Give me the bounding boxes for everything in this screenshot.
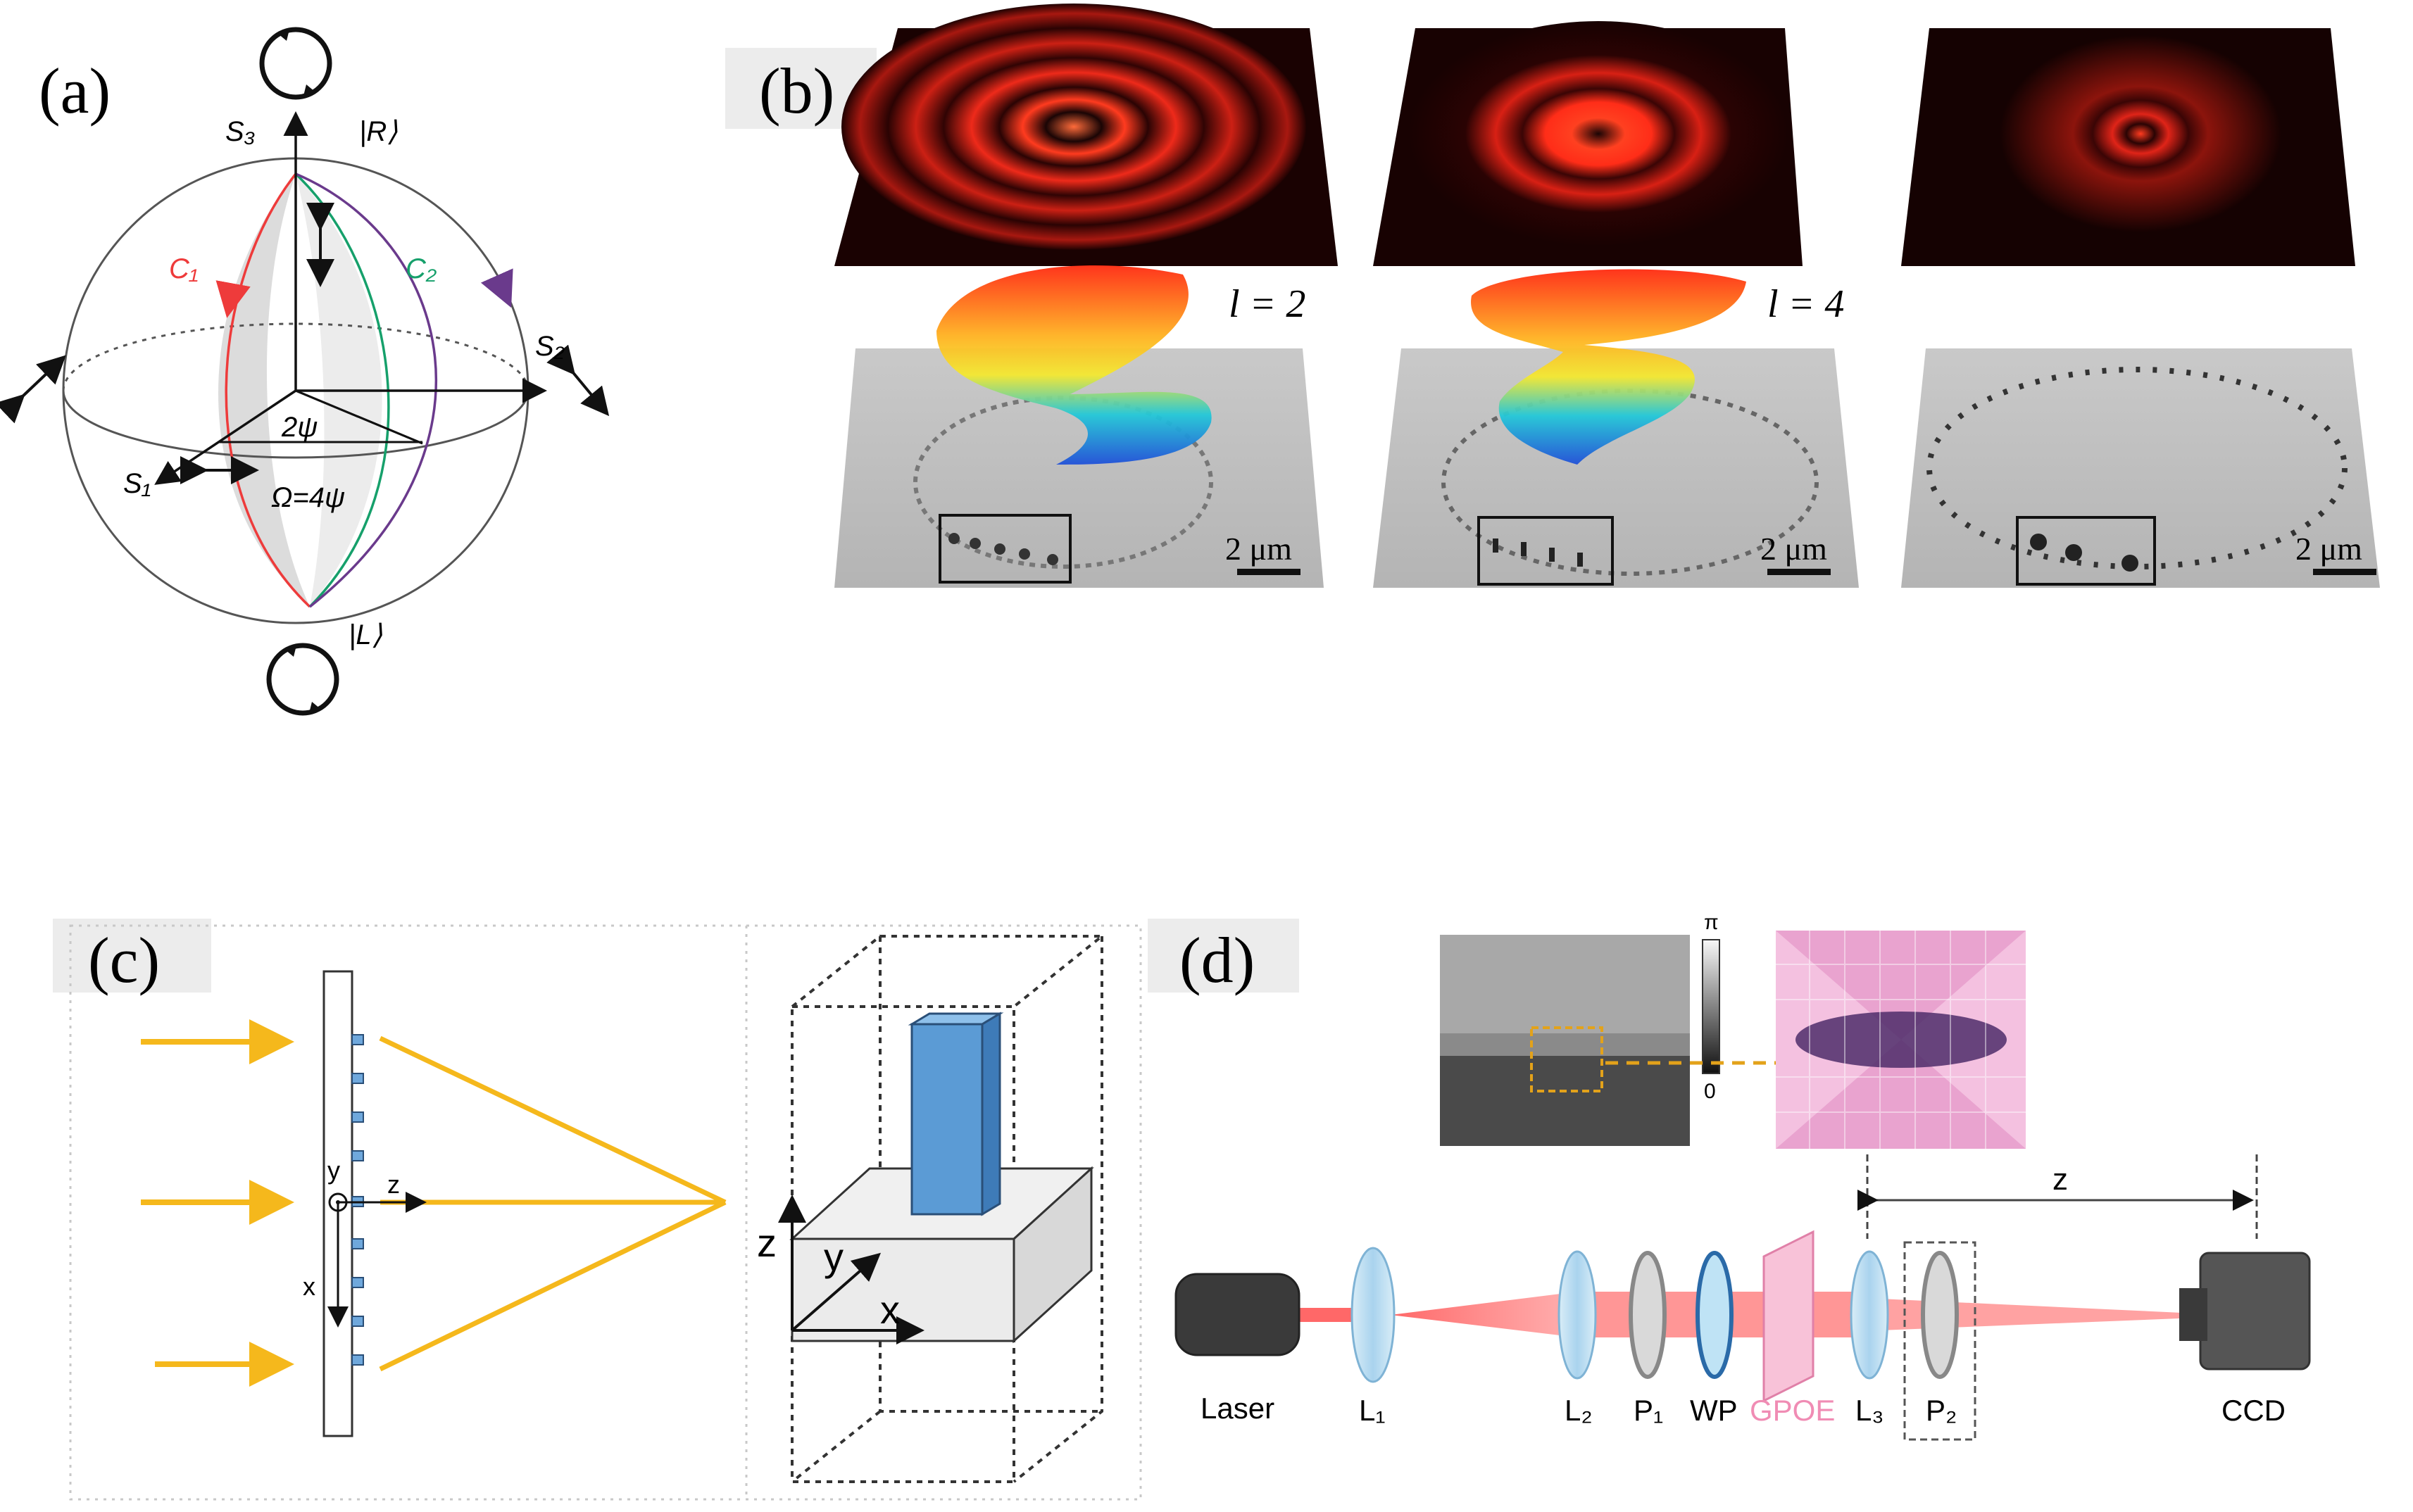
angle-ray-2	[295, 389, 423, 445]
l4-label: l = 4	[1767, 282, 1844, 326]
unit-cell-box	[791, 935, 1106, 1483]
panel-a-label: (a)	[39, 55, 111, 127]
ket-l-label: |L⟩	[349, 619, 383, 650]
panel-c-label-bg	[53, 919, 211, 993]
beam-expanding	[1391, 1292, 1577, 1337]
laser-source	[1174, 1273, 1300, 1356]
ket-r-label: |R⟩	[359, 116, 398, 147]
p1-label: P₁	[1634, 1394, 1663, 1427]
lens-l2	[1558, 1250, 1597, 1380]
omega-label: Ω=4ψ	[271, 482, 345, 513]
c2-label: C₂	[406, 253, 437, 284]
phase-helix-1	[936, 265, 1212, 465]
l1-label: L₁	[1359, 1394, 1386, 1427]
l2-label: l = 2	[1229, 282, 1305, 326]
gpoe-element	[1762, 1230, 1815, 1403]
colorbar-zero-label: 0	[1704, 1080, 1716, 1103]
scale-bar-1-label: 2 μm	[1225, 531, 1292, 567]
p2-label: P₂	[1926, 1394, 1957, 1427]
gpoe-label: GPOE	[1750, 1394, 1835, 1427]
lcp-rotation-icon	[266, 643, 339, 716]
l3-label: L₃	[1855, 1394, 1884, 1427]
axis-z-label: z	[387, 1170, 400, 1199]
focusing-beams	[379, 1035, 727, 1372]
sem-image-3	[1901, 348, 2380, 588]
laser-label: Laser	[1201, 1392, 1274, 1425]
c1-path	[225, 172, 311, 608]
s1-label: S₁	[123, 468, 151, 499]
lens-l3	[1850, 1250, 1889, 1380]
l2-label: L₂	[1565, 1394, 1593, 1427]
polarizer-p2	[1921, 1251, 1959, 1379]
geodesic-arrow	[480, 268, 513, 308]
c1-arrow	[215, 280, 251, 318]
phase-colorbar	[1702, 939, 1720, 1074]
p2-dashed-box	[1903, 1241, 1976, 1441]
axis-y-label: y	[327, 1156, 340, 1185]
phase-map-image	[1440, 935, 1690, 1146]
panel-b: (b)	[725, 4, 2380, 588]
ccd-label: CCD	[2221, 1394, 2286, 1427]
incident-beams	[141, 1019, 294, 1387]
nanopillar-3d	[908, 1012, 1004, 1216]
waveplate-wp	[1696, 1251, 1734, 1379]
panel-d-label-bg	[1148, 919, 1299, 993]
beam-laser	[1296, 1308, 1359, 1322]
z-distance-label: z	[2052, 1162, 2068, 1197]
cell-axes	[778, 1195, 925, 1344]
cell-x-label: x	[880, 1287, 900, 1332]
s2-label: S₂	[535, 331, 565, 362]
equator-front	[62, 390, 529, 459]
intensity-pattern-3	[1901, 28, 2355, 266]
panel-c: (c)	[53, 919, 1142, 1501]
colorbar-pi-label: π	[1704, 911, 1719, 934]
cell-y-label: y	[824, 1235, 844, 1279]
rcp-rotation-icon	[259, 27, 332, 100]
panel-c-frame	[69, 924, 1142, 1501]
s3-label: S₃	[225, 116, 256, 147]
ccd-camera	[2179, 1252, 2311, 1371]
axis-x-label: x	[303, 1272, 315, 1301]
panel-d: (d) π 0 z	[1148, 911, 2311, 1441]
scale-bar-3-label: 2 μm	[2295, 531, 2362, 567]
panel-c-label: (c)	[88, 924, 160, 996]
c1-label: C₁	[169, 253, 199, 284]
panel-d-label: (d)	[1179, 924, 1255, 996]
zoomed-pattern-image	[1776, 931, 2026, 1149]
panel-a: (a)	[0, 27, 610, 716]
geodesic-path	[295, 172, 438, 608]
intensity-pattern-1	[834, 4, 1338, 266]
intensity-pattern-2	[1373, 21, 1803, 266]
beam-to-ccd	[1880, 1299, 2197, 1330]
panel-b-label: (b)	[759, 55, 834, 127]
lens-l1	[1350, 1247, 1396, 1383]
polarizer-p1	[1629, 1251, 1667, 1379]
phase-helix-2	[1471, 269, 1746, 465]
angle-label: 2ψ	[281, 412, 318, 443]
scale-bar-2-label: 2 μm	[1760, 531, 1827, 567]
wp-label: WP	[1690, 1394, 1738, 1427]
linear-pol-arrows	[0, 203, 610, 484]
nanopillars	[351, 1034, 364, 1366]
cell-z-label: z	[757, 1221, 777, 1265]
